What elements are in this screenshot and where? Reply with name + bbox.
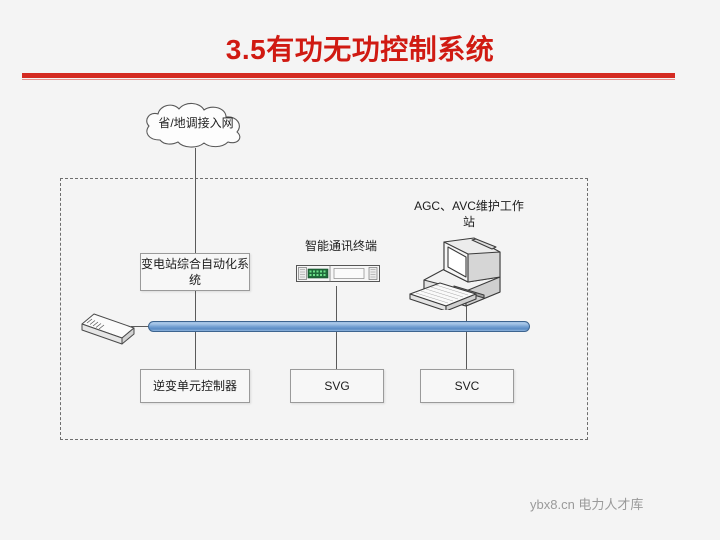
cloud-icon bbox=[146, 102, 241, 148]
connector-bus-svg bbox=[336, 327, 337, 369]
system-boundary bbox=[60, 178, 588, 440]
node-substation-automation[interactable]: 变电站综合自动化系统 bbox=[140, 253, 250, 291]
page-title: 3.5有功无功控制系统 bbox=[225, 34, 495, 65]
watermark: ybx8.cn 电力人才库 bbox=[530, 497, 644, 512]
desktop-computer-icon bbox=[409, 237, 501, 310]
connector-terminal-bus bbox=[336, 286, 337, 327]
connector-bus-inverter bbox=[195, 327, 196, 369]
cloud-label: 省/地调接入网 bbox=[158, 116, 234, 130]
node-substation-automation-label: 变电站综合自动化系统 bbox=[141, 256, 250, 287]
connector-substation-bus bbox=[195, 291, 196, 327]
node-svc[interactable]: SVC bbox=[420, 369, 514, 403]
title-divider bbox=[22, 73, 675, 78]
connector-bus-svc bbox=[466, 327, 467, 369]
terminal-label: 智能通讯终端 bbox=[304, 239, 377, 253]
title-divider-thin bbox=[22, 79, 675, 80]
network-hub-icon bbox=[81, 313, 135, 345]
connector-hub-bus bbox=[131, 326, 151, 327]
workstation-label: AGC、AVC维护工作站 bbox=[414, 199, 524, 230]
connector-cloud-substation bbox=[195, 148, 196, 253]
node-svc-label: SVC bbox=[454, 378, 480, 393]
network-bus bbox=[148, 321, 530, 332]
rack-terminal-icon bbox=[296, 265, 380, 282]
connector-workstation-bus bbox=[466, 290, 467, 327]
node-inverter-controller[interactable]: 逆变单元控制器 bbox=[140, 369, 250, 403]
node-svg-label: SVG bbox=[324, 378, 350, 393]
node-inverter-controller-label: 逆变单元控制器 bbox=[152, 378, 237, 393]
node-svg[interactable]: SVG bbox=[290, 369, 384, 403]
